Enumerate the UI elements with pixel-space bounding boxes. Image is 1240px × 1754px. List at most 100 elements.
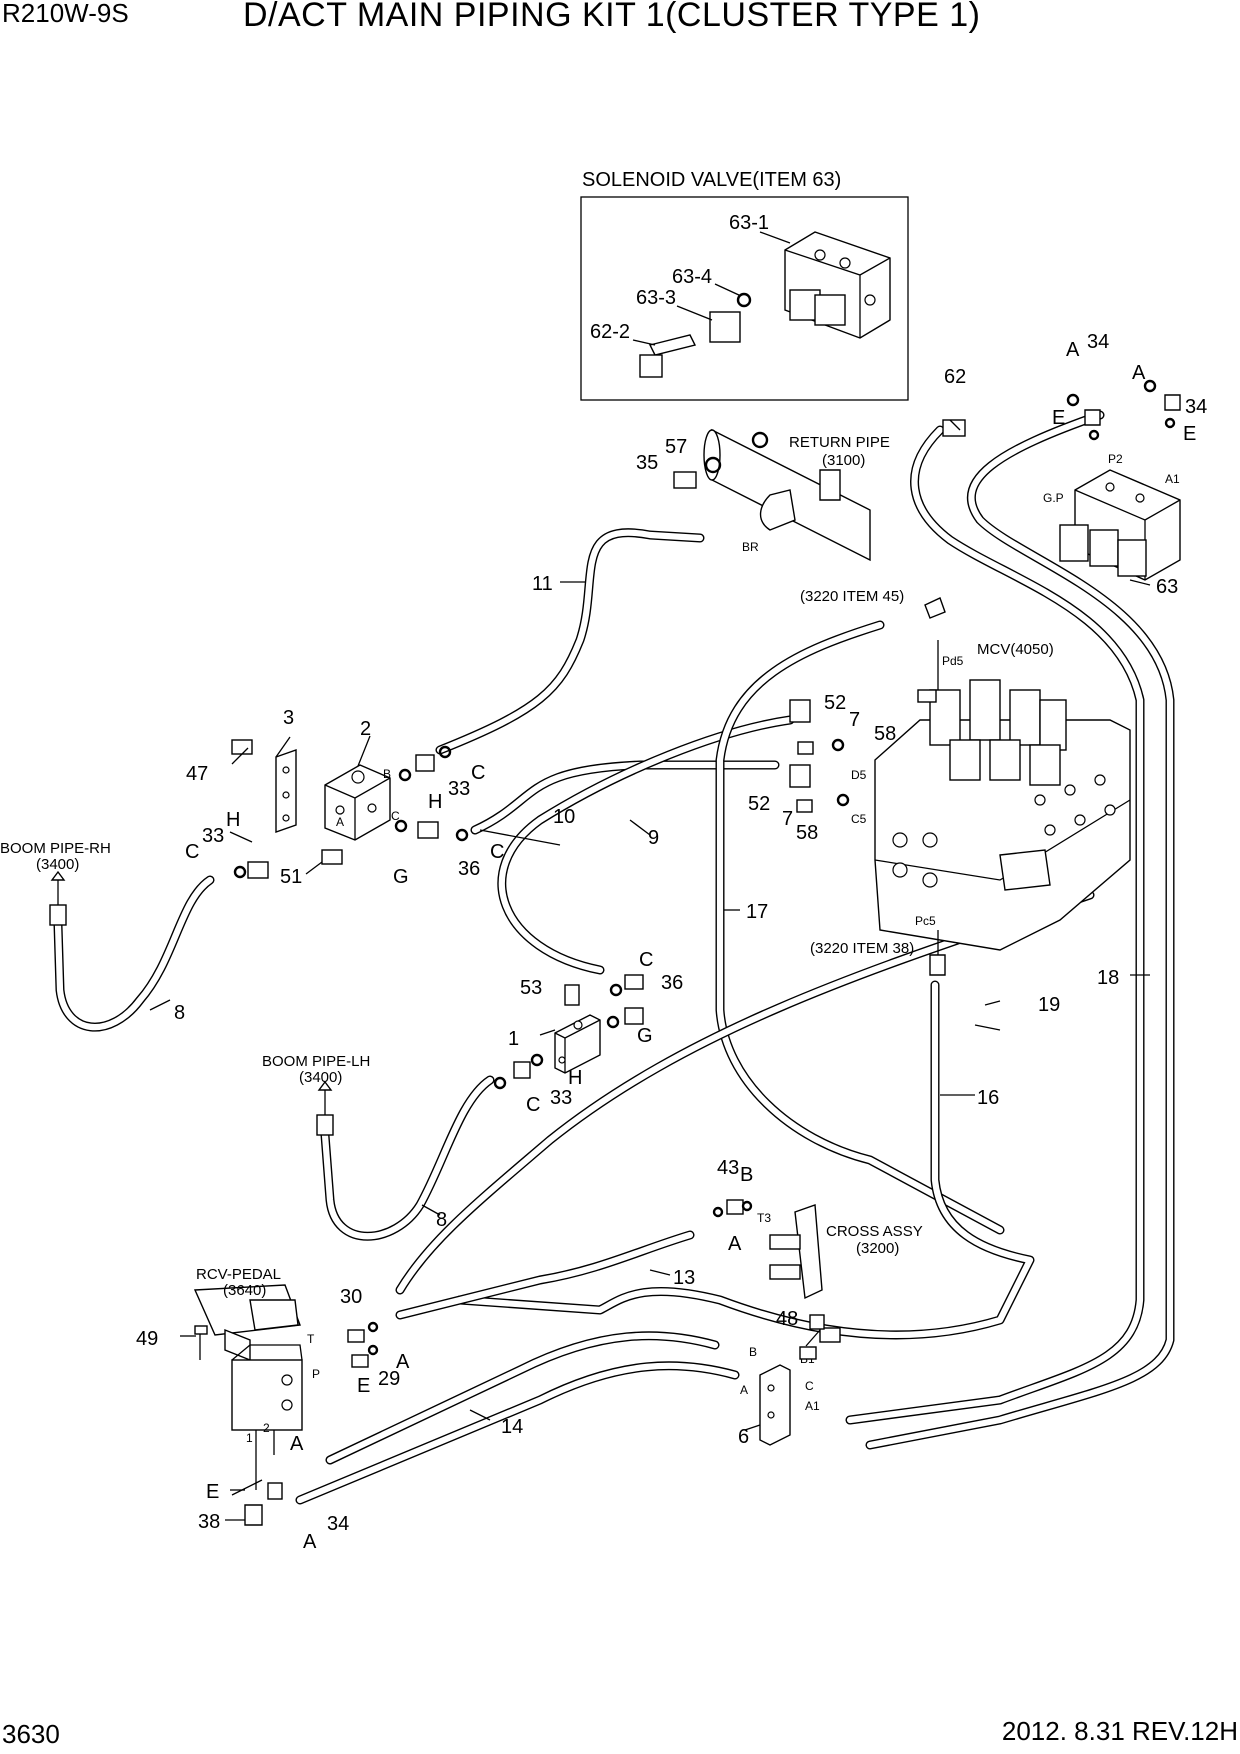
callout-52-a: 52	[824, 692, 846, 714]
boom-pipe-rh-label: BOOM PIPE-RH	[0, 840, 111, 857]
callout-33-c: 33	[550, 1087, 572, 1109]
letter-a-4: A	[396, 1351, 410, 1373]
letter-e-1: E	[1052, 407, 1065, 429]
letter-c-3: C	[490, 841, 504, 863]
callout-47: 47	[186, 763, 208, 785]
cross-assy-ref: (3200)	[856, 1240, 899, 1257]
callout-8-a: 8	[174, 1002, 185, 1024]
letter-callouts: A A A A A A B C C C C C E E E E G G H H …	[185, 339, 1196, 1553]
callout-11: 11	[532, 573, 553, 595]
callout-51: 51	[280, 866, 302, 888]
boom-pipe-rh-ref: (3400)	[36, 856, 79, 873]
rcv-pedal: T P 1 2 RCV-PEDAL (3640)	[193, 1266, 379, 1526]
port-c5: C5	[851, 812, 867, 826]
callout-36-b: 36	[661, 972, 683, 994]
inset-callout-63-1: 63-1	[729, 212, 769, 234]
cross-assy-label: CROSS ASSY	[826, 1223, 923, 1240]
ref-item38: (3220 ITEM 38)	[810, 940, 914, 957]
letter-h-1: H	[428, 791, 442, 813]
letter-c-5: C	[526, 1094, 540, 1116]
letter-c-1: C	[471, 762, 485, 784]
return-pipe-ref: (3100)	[822, 452, 865, 469]
cross-port-t3: T3	[757, 1211, 771, 1225]
callout-34-b: 34	[1185, 396, 1207, 418]
callout-7-a: 7	[849, 709, 860, 731]
block6-port-b: B	[749, 1345, 757, 1359]
return-pipe-label: RETURN PIPE	[789, 434, 890, 451]
block-1	[493, 974, 644, 1090]
inset-callout-62-2: 62-2	[590, 321, 630, 343]
pedal-port-t: T	[307, 1332, 315, 1346]
port-p2: P2	[1108, 452, 1123, 466]
mcv-label: MCV(4050)	[977, 641, 1054, 658]
rcv-pedal-label: RCV-PEDAL	[196, 1266, 281, 1283]
callout-52-b: 52	[748, 793, 770, 815]
callout-29: 29	[378, 1368, 400, 1390]
letter-e-3: E	[357, 1375, 370, 1397]
callout-53: 53	[520, 977, 542, 999]
callout-17: 17	[746, 901, 768, 923]
letter-g-2: G	[637, 1025, 653, 1047]
solenoid-valve-63: P2 G.P A1	[1043, 379, 1181, 581]
letter-a-2: A	[1132, 362, 1146, 384]
letter-a-5: A	[290, 1433, 304, 1455]
letter-e-2: E	[1183, 423, 1196, 445]
boom-pipe-lh-label: BOOM PIPE-LH	[262, 1053, 370, 1070]
hoses	[53, 410, 1175, 1505]
block-port-a: A	[336, 815, 344, 829]
callout-58-a: 58	[874, 723, 896, 745]
letter-h-3: H	[568, 1067, 582, 1089]
boom-pipe-lh-ref: (3400)	[299, 1069, 342, 1086]
ref-item45: (3220 ITEM 45)	[800, 588, 904, 605]
callout-58-b: 58	[796, 822, 818, 844]
return-pipe: RETURN PIPE (3100) BR	[673, 428, 890, 562]
misc-fittings	[789, 419, 966, 1330]
callout-48: 48	[776, 1308, 798, 1330]
mcv-valve: MCV(4050) Pd5 D5 C5 Pc5 (3220 ITEM 45) (…	[800, 588, 1131, 976]
port-a1-solenoid: A1	[1165, 472, 1180, 486]
callout-62: 62	[944, 366, 966, 388]
inset-callout-63-3: 63-3	[636, 287, 676, 309]
letter-b-1: B	[740, 1164, 753, 1186]
port-d5: D5	[851, 768, 867, 782]
block-2: A B C	[231, 739, 469, 879]
pedal-port-2: 2	[263, 1421, 270, 1435]
letter-a-3: A	[728, 1233, 742, 1255]
callout-36-a: 36	[458, 858, 480, 880]
callout-10: 10	[553, 806, 575, 828]
callout-33-a: 33	[448, 778, 470, 800]
cross-assy: T3 CROSS ASSY (3200)	[712, 1199, 923, 1300]
callout-2: 2	[360, 718, 371, 740]
block-port-c: C	[391, 809, 400, 823]
callout-18: 18	[1097, 967, 1119, 989]
block6-port-a1: A1	[805, 1399, 820, 1413]
callout-35: 35	[636, 452, 658, 474]
callout-3: 3	[283, 707, 294, 729]
callout-49: 49	[136, 1328, 158, 1350]
callout-30: 30	[340, 1286, 362, 1308]
boom-pipe-references: BOOM PIPE-RH (3400) BOOM PIPE-LH (3400)	[0, 840, 370, 1136]
port-gp: G.P	[1043, 491, 1064, 505]
rcv-pedal-ref: (3640)	[223, 1282, 266, 1299]
inset-frame	[580, 196, 909, 401]
callout-19: 19	[1038, 994, 1060, 1016]
callout-63: 63	[1156, 576, 1178, 598]
callout-6: 6	[738, 1426, 749, 1448]
callout-16: 16	[977, 1087, 999, 1109]
block6-port-c: C	[805, 1379, 814, 1393]
inset-callout-63-4: 63-4	[672, 266, 712, 288]
letter-a-6: A	[303, 1531, 317, 1553]
letter-g-1: G	[393, 866, 409, 888]
page-title: D/ACT MAIN PIPING KIT 1(CLUSTER TYPE 1)	[243, 0, 980, 34]
port-pd5: Pd5	[942, 654, 964, 668]
model-number: R210W-9S	[2, 0, 129, 28]
letter-c-4: C	[639, 949, 653, 971]
pedal-port-1: 1	[246, 1431, 253, 1445]
callout-8-b: 8	[436, 1209, 447, 1231]
revision-date: 2012. 8.31 REV.12H	[1002, 1716, 1238, 1746]
page-number: 3630	[2, 1719, 60, 1749]
letter-h-2: H	[226, 809, 240, 831]
inset-title: SOLENOID VALVE(ITEM 63)	[582, 169, 841, 191]
block-port-b: B	[383, 767, 391, 781]
